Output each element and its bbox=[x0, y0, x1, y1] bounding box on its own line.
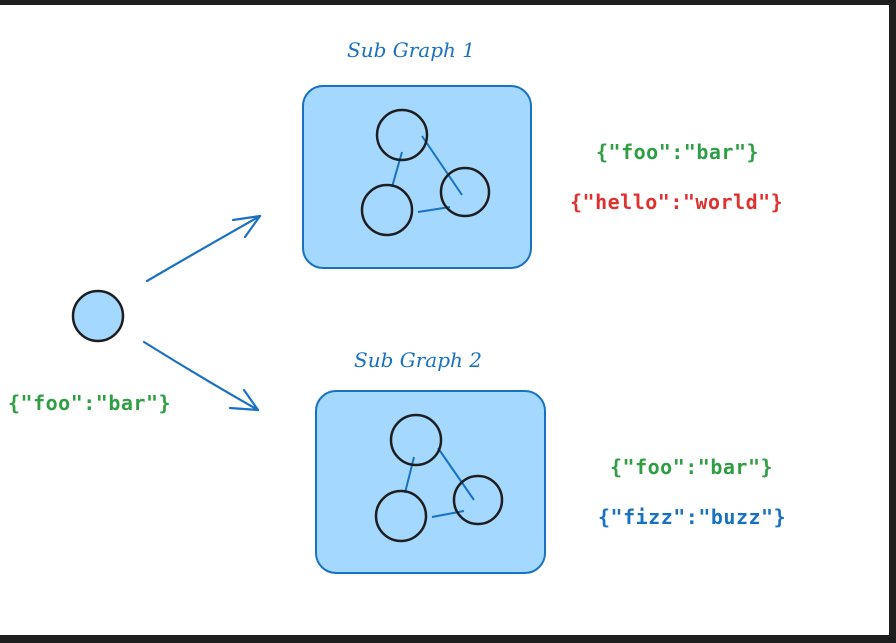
subgraph-2-node-right bbox=[452, 474, 504, 526]
subgraph-2-node-left bbox=[374, 489, 428, 543]
source-node bbox=[71, 289, 125, 343]
subgraph-1-title: Sub Graph 1 bbox=[347, 38, 475, 62]
subgraph-2-box bbox=[315, 390, 546, 574]
subgraph-2-node-top bbox=[389, 413, 443, 467]
input-state: {"foo":"bar"} bbox=[8, 391, 172, 415]
subgraph-1-graph bbox=[360, 108, 491, 237]
arrow-to-subgraph-1 bbox=[145, 214, 262, 283]
subgraph-2-state-foo: {"foo":"bar"} bbox=[610, 455, 774, 479]
subgraph-2-graph bbox=[374, 413, 504, 543]
subgraph-1-node-top bbox=[375, 108, 429, 162]
diagram-canvas: Sub Graph 1 Sub Graph 2 {"foo":"bar"} {"… bbox=[0, 5, 889, 635]
subgraph-1-state-foo: {"foo":"bar"} bbox=[596, 140, 760, 164]
subgraph-1-node-left bbox=[360, 183, 414, 237]
subgraph-1-node-right bbox=[439, 166, 491, 218]
subgraph-1-box bbox=[302, 85, 532, 269]
subgraph-2-state-fizz: {"fizz":"buzz"} bbox=[598, 505, 787, 529]
subgraph-2-title: Sub Graph 2 bbox=[354, 348, 482, 372]
subgraph-1-state-hello: {"hello":"world"} bbox=[570, 190, 784, 214]
arrow-to-subgraph-2 bbox=[142, 340, 260, 412]
diagram-drawing bbox=[71, 85, 546, 574]
